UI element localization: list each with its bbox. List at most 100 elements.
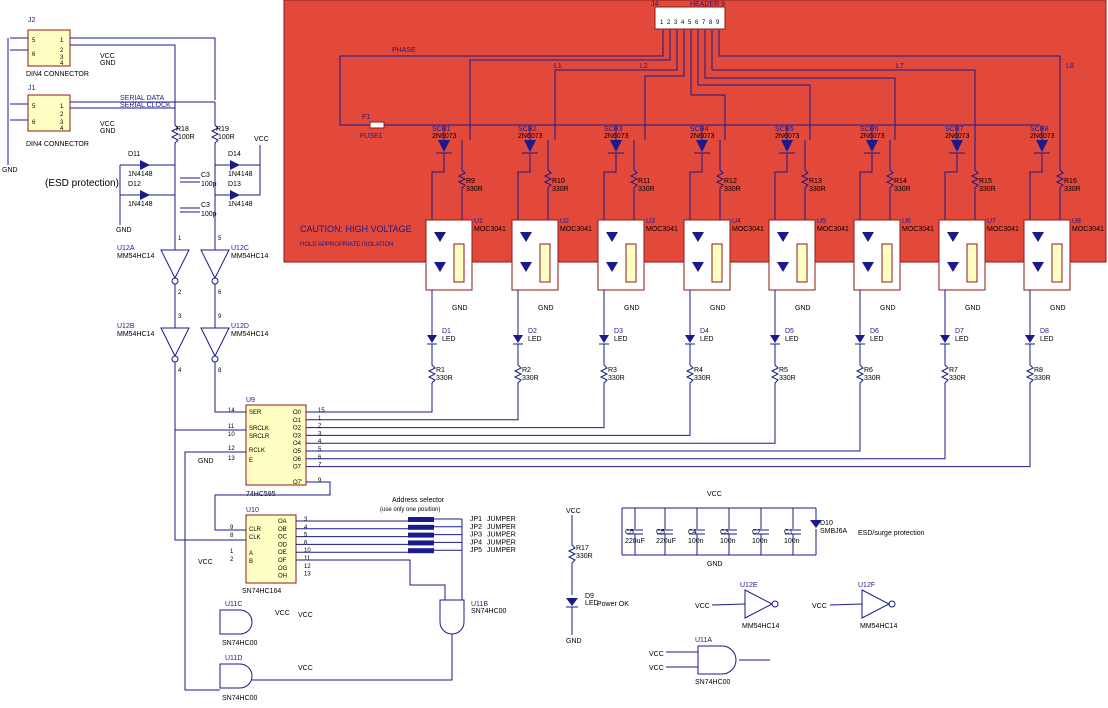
led-resistor-ref: R4 [694, 367, 703, 374]
channel-8: SCR82N6073R16330RU8MOC3041GNDD8LEDR8330R… [306, 63, 1104, 468]
resistor-r19 [210, 102, 220, 160]
svg-text:O6: O6 [293, 457, 302, 463]
gate-u12f: U12F MM54HC14 VCC [812, 582, 897, 630]
led-resistor-ref: R8 [1034, 367, 1043, 374]
svg-text:JUMPER: JUMPER [487, 516, 516, 523]
svg-text:10: 10 [228, 432, 235, 438]
opto-ref: U3 [646, 218, 655, 225]
svg-text:3: 3 [60, 55, 64, 61]
l6-wire [704, 30, 896, 140]
gate-resistor-ref: R10 [552, 178, 565, 185]
l5-wire [697, 30, 811, 140]
svg-text:VCC: VCC [649, 665, 664, 672]
scr-value: 2N6073 [432, 133, 457, 140]
phase-wire [339, 30, 664, 126]
svg-text:100n: 100n [720, 538, 736, 545]
svg-text:1: 1 [60, 104, 64, 110]
svg-text:13: 13 [304, 572, 311, 578]
led-resistor-value: 330R [608, 375, 625, 382]
serial-clock-label: SERIAL CLOCK [120, 102, 171, 109]
opto-ref: U6 [902, 218, 911, 225]
svg-text:1N4148: 1N4148 [228, 201, 253, 208]
svg-text:JUMPER: JUMPER [487, 532, 516, 539]
svg-text:7: 7 [318, 463, 322, 469]
gate-resistor-value: 330R [552, 186, 569, 193]
svg-text:OE: OE [278, 550, 287, 556]
led-resistor-value: 330R [1034, 375, 1051, 382]
svg-text:11: 11 [228, 424, 235, 430]
scr-value: 2N6073 [518, 133, 543, 140]
phase-label: PHASE [392, 47, 416, 54]
diode-d11: D11 1N4148 [120, 151, 175, 178]
scr-value: 2N6073 [1030, 133, 1055, 140]
led-value: LED [1040, 336, 1054, 343]
gate-resistor-ref: R15 [979, 178, 992, 185]
svg-text:SN74HC00: SN74HC00 [222, 640, 258, 647]
l4-wire [690, 30, 726, 140]
scr-ref: SCR6 [860, 126, 879, 133]
led-resistor-value: 330R [864, 375, 881, 382]
svg-text:JUMPER: JUMPER [487, 524, 516, 531]
gate-resistor-ref: R13 [809, 178, 822, 185]
svg-text:5: 5 [32, 104, 36, 110]
opto-gnd: GND [710, 305, 726, 312]
svg-text:D14: D14 [228, 151, 241, 158]
led-ref: D8 [1040, 328, 1049, 335]
j4-pin: 1 [660, 20, 664, 26]
svg-text:4: 4 [318, 439, 322, 445]
gate-resistor-ref: R11 [638, 178, 650, 185]
channels: SCR12N6073R9330RU1MOC3041GNDD1LEDR1330RS… [306, 63, 1104, 468]
line-label: L7 [896, 63, 904, 70]
svg-text:DIN4 CONNECTOR: DIN4 CONNECTOR [26, 71, 89, 78]
svg-text:JUMPER: JUMPER [487, 539, 516, 546]
svg-text:VCC: VCC [254, 136, 269, 143]
svg-text:GND: GND [198, 458, 214, 465]
led-value: LED [785, 336, 799, 343]
diode-d12: D12 1N4148 [120, 181, 175, 208]
led-resistor-ref: R5 [779, 367, 788, 374]
power-led: VCC R17 330R D9 LED Power OK GND [566, 508, 629, 645]
svg-text:B: B [249, 559, 253, 565]
svg-text:J2: J2 [28, 17, 36, 24]
svg-text:GND: GND [707, 561, 723, 568]
led-value: LED [528, 336, 542, 343]
svg-text:RCLK: RCLK [249, 448, 265, 454]
scr-ref: SCR1 [432, 126, 451, 133]
high-voltage-zone [283, 0, 1107, 263]
svg-text:12: 12 [304, 564, 311, 570]
j4-pin: 8 [709, 20, 713, 26]
svg-text:O7': O7' [293, 480, 302, 486]
svg-text:100R: 100R [218, 134, 235, 141]
svg-text:O4: O4 [293, 441, 302, 447]
fuse-f1 [369, 121, 385, 129]
svg-text:VCC: VCC [100, 53, 115, 60]
opto-value: MOC3041 [474, 226, 506, 233]
line-label: L2 [640, 63, 648, 70]
resistor-r18 [170, 110, 180, 160]
svg-text:6: 6 [218, 290, 222, 296]
opto-value: MOC3041 [817, 226, 849, 233]
svg-text:9: 9 [230, 525, 234, 531]
svg-text:SRCLK: SRCLK [249, 426, 269, 432]
svg-text:1: 1 [230, 549, 234, 555]
svg-text:SN74HC00: SN74HC00 [695, 679, 731, 686]
opto-gnd: GND [965, 305, 981, 312]
led-resistor-value: 330R [779, 375, 796, 382]
svg-text:GND: GND [100, 60, 116, 67]
svg-text:MM54HC14: MM54HC14 [231, 331, 268, 338]
scr-value: 2N6073 [690, 133, 715, 140]
svg-text:6: 6 [318, 455, 322, 461]
opto-gnd: GND [1050, 305, 1066, 312]
svg-text:4: 4 [60, 126, 64, 132]
j2-pin1-wire [70, 37, 216, 100]
svg-text:SN74HC00: SN74HC00 [222, 695, 258, 702]
svg-text:C1: C1 [784, 529, 793, 536]
svg-text:MM54HC14: MM54HC14 [860, 623, 897, 630]
svg-text:JUMPER: JUMPER [487, 547, 516, 554]
